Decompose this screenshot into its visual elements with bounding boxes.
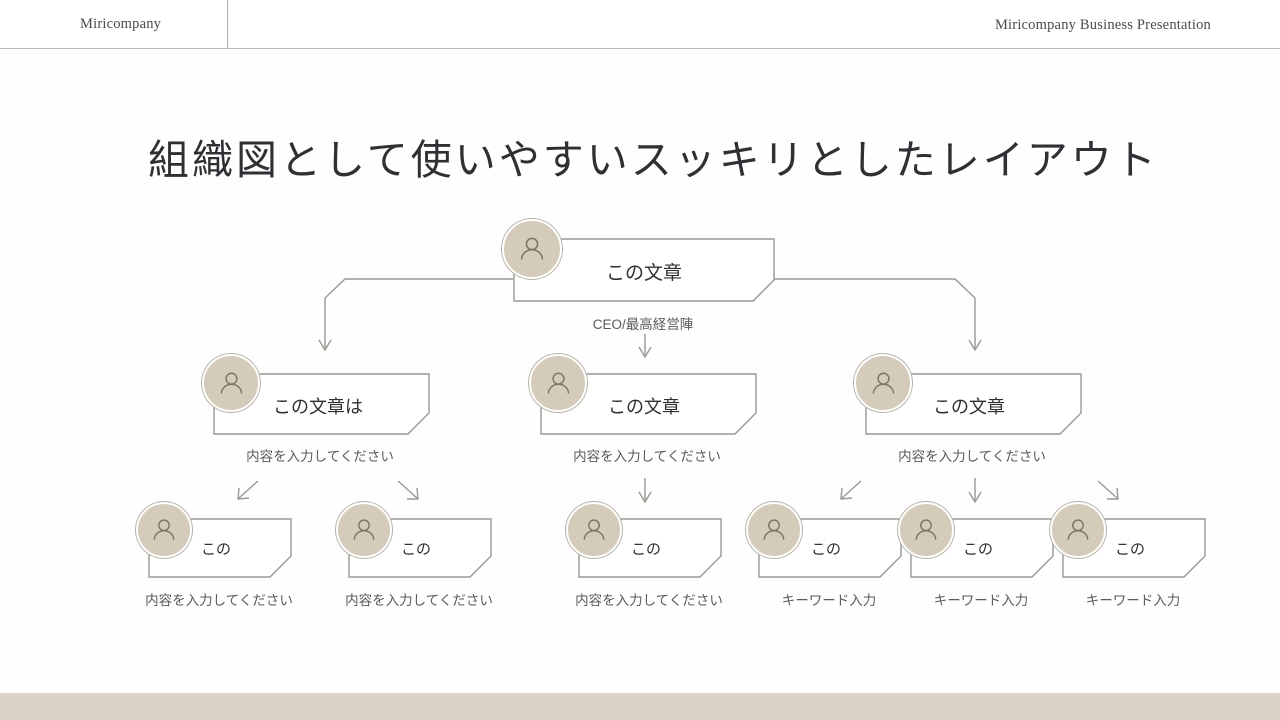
org-node-l3-2[interactable]: この 内容を入力してください [336, 502, 493, 608]
node-label: この [631, 541, 662, 558]
node-label: この文章は [273, 397, 363, 417]
node-caption: 内容を入力してください [345, 593, 493, 608]
header-vertical-divider [227, 0, 228, 48]
person-icon [763, 519, 785, 540]
avatar [746, 502, 802, 558]
person-icon [547, 372, 569, 394]
footer-accent-bar [0, 693, 1280, 720]
node-box [213, 373, 430, 435]
org-node-l2-2[interactable]: この文章 内容を入力してください [529, 354, 757, 464]
org-node-l3-4[interactable]: この キーワード入力 [746, 502, 902, 608]
avatar [202, 354, 260, 412]
arrowhead-l3-3 [638, 491, 652, 504]
avatar [1050, 502, 1106, 558]
node-label: この [401, 541, 432, 558]
org-node-l2-3[interactable]: この文章 内容を入力してください [854, 354, 1082, 464]
node-label: この [201, 541, 232, 558]
node-label: この文章 [606, 263, 683, 284]
node-box [513, 238, 775, 302]
person-icon [353, 519, 375, 540]
node-label: この [811, 541, 842, 558]
node-label: この [1115, 541, 1146, 558]
arrowhead-l3-2 [407, 487, 419, 500]
connector-l2-1-to-l3-1 [238, 480, 259, 499]
header-horizontal-rule [0, 48, 1280, 49]
header-presentation-label: Miricompany Business Presentation [994, 17, 1211, 33]
person-icon [153, 519, 175, 540]
person-icon [220, 372, 242, 394]
node-label: この文章 [933, 397, 1005, 417]
arrowhead-l3-6 [1107, 487, 1119, 500]
node-caption: 内容を入力してください [246, 449, 394, 464]
connector-l2-1-to-l3-2 [397, 480, 418, 499]
arrowhead-center-branch [638, 346, 652, 359]
node-caption: キーワード入力 [1085, 593, 1181, 608]
header-company-label: Miricompany [80, 16, 162, 32]
node-caption: キーワード入力 [781, 593, 877, 608]
avatar [854, 354, 912, 412]
avatar [336, 502, 392, 558]
avatar [529, 354, 587, 412]
node-caption: 内容を入力してください [898, 449, 1046, 464]
node-box [540, 373, 757, 435]
org-node-l3-1[interactable]: この 内容を入力してください [136, 502, 293, 608]
avatar [136, 502, 192, 558]
org-node-l3-6[interactable]: この キーワード入力 [1050, 502, 1206, 608]
arrowhead-l3-4 [840, 487, 853, 500]
org-node-root[interactable]: この文章 CEO/最高経営陣 [502, 219, 775, 332]
arrowhead-left-branch [318, 339, 332, 352]
person-icon [583, 519, 605, 540]
node-caption: CEO/最高経営陣 [592, 317, 694, 332]
node-label: この [963, 541, 994, 558]
connector-root-to-right [773, 278, 976, 348]
arrowhead-right-branch [968, 339, 982, 352]
org-node-l2-1[interactable]: この文章は 内容を入力してください [202, 354, 430, 464]
node-caption: キーワード入力 [933, 593, 1029, 608]
avatar [566, 502, 622, 558]
arrowhead-l3-1 [237, 487, 250, 500]
arrowhead-l3-5 [968, 491, 982, 504]
person-icon [1067, 519, 1089, 540]
person-icon [915, 519, 937, 540]
avatar [502, 219, 562, 279]
person-icon [520, 237, 544, 260]
person-icon [872, 372, 894, 394]
connector-root-to-left [324, 278, 513, 348]
node-box [865, 373, 1082, 435]
node-label: この文章 [608, 397, 680, 417]
org-node-l3-5[interactable]: この キーワード入力 [898, 502, 1054, 608]
avatar [898, 502, 954, 558]
node-caption: 内容を入力してください [575, 593, 723, 608]
node-caption: 内容を入力してください [145, 593, 293, 608]
node-caption: 内容を入力してください [573, 449, 721, 464]
connector-l2-3-to-l3-6 [1097, 480, 1118, 499]
org-node-l3-3[interactable]: この 内容を入力してください [566, 502, 723, 608]
page-title: 組織図として使いやすいスッキリとしたレイアウト [148, 137, 1159, 183]
connector-l2-3-to-l3-4 [841, 480, 862, 499]
slide-header: Miricompany Miricompany Business Present… [0, 0, 1280, 49]
